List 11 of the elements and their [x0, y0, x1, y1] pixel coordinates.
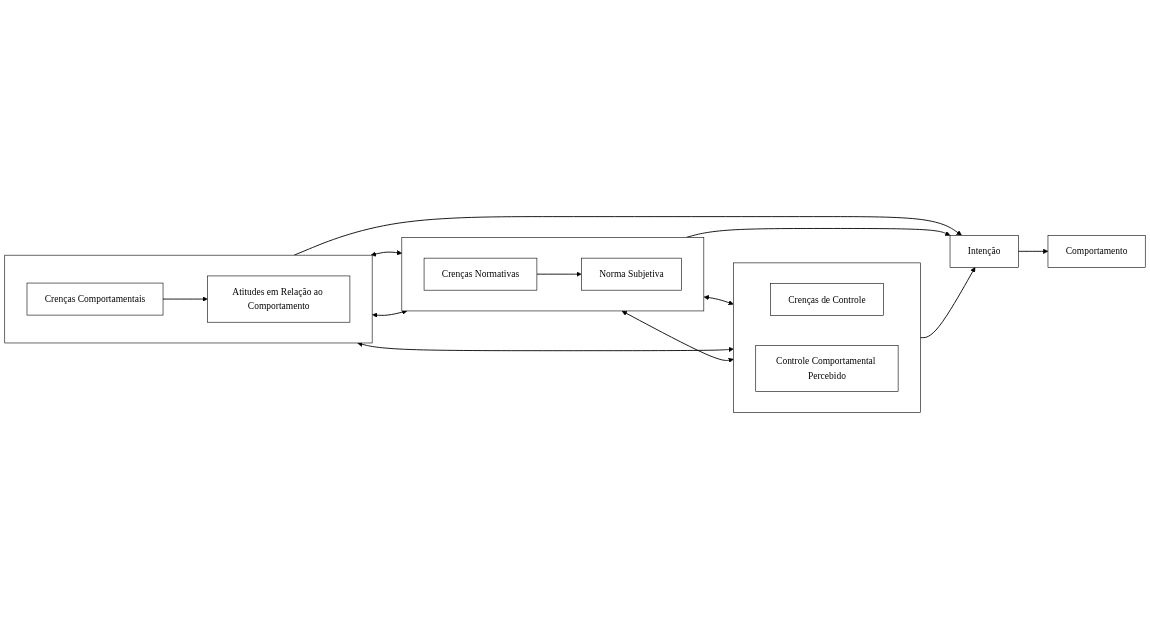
node-box: Intenção	[949, 235, 1019, 268]
node-box: Comportamento	[1047, 235, 1146, 268]
node-box: Controle Comportamental Percebido	[755, 345, 899, 392]
node-box: Atitudes em Relação ao Comportamento	[207, 275, 351, 323]
node-box: Norma Subjetiva	[581, 257, 682, 291]
node-box: Crenças de Controle	[770, 283, 884, 316]
node-box: Crenças Normativas	[423, 257, 538, 291]
cluster	[401, 237, 705, 312]
cluster	[4, 254, 373, 344]
cluster	[733, 262, 921, 413]
node-box: Crenças Comportamentais	[26, 282, 164, 316]
